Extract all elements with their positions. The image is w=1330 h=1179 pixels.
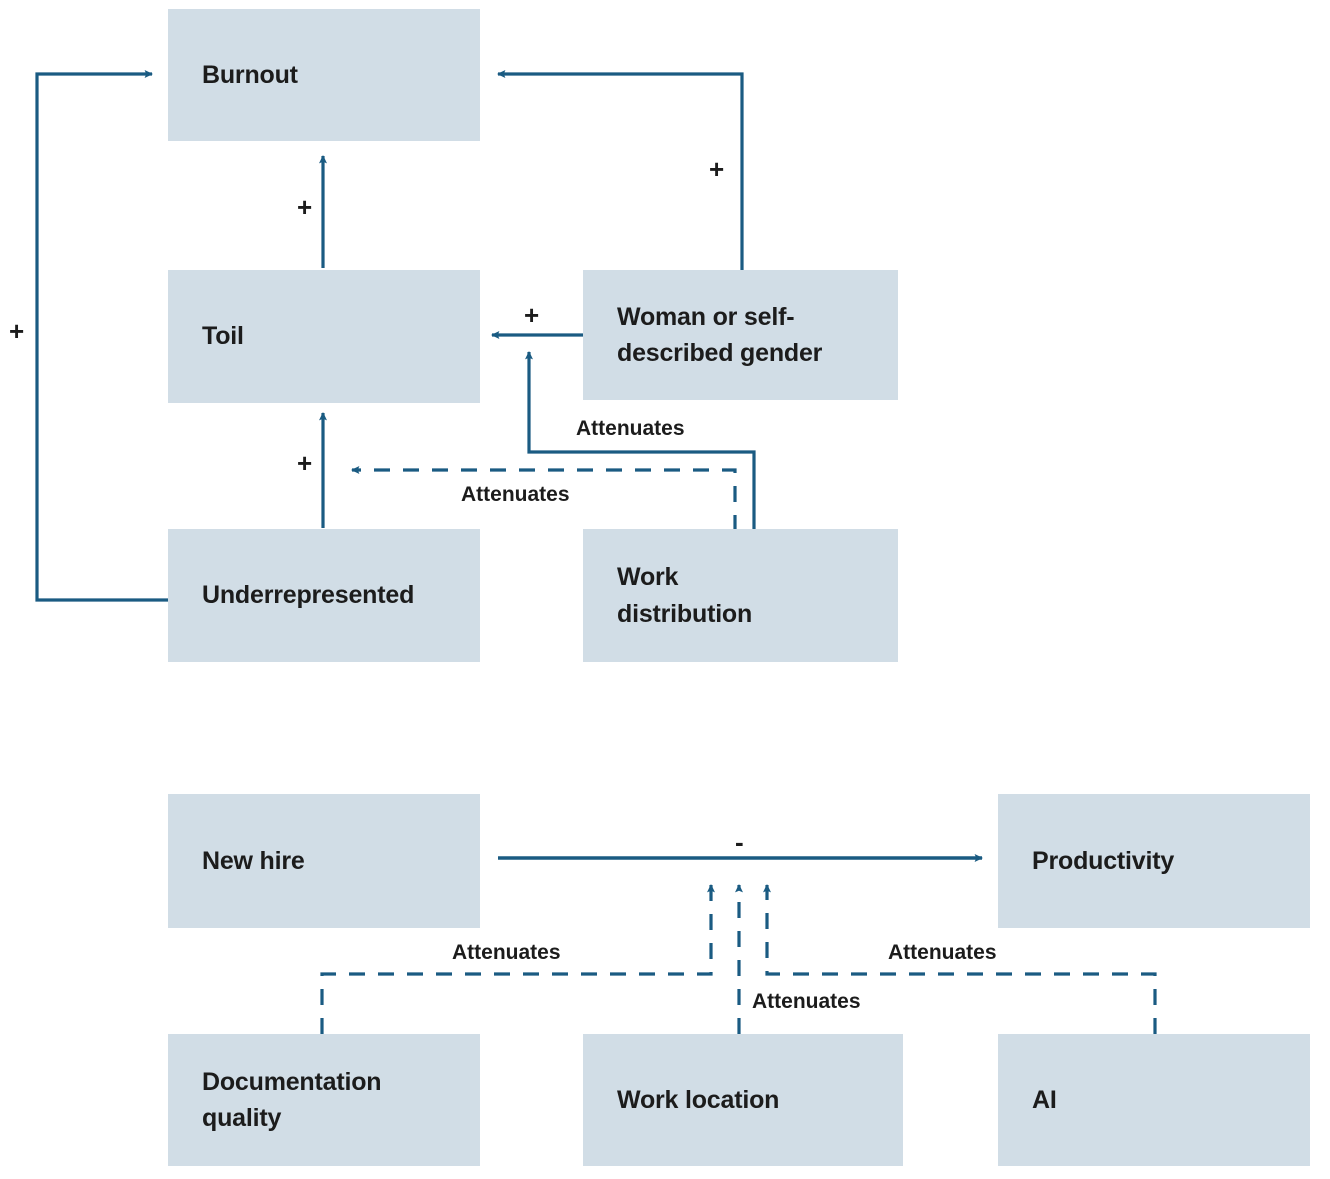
node-productivity-label: Productivity [1032, 846, 1175, 875]
edge-woman-to-burnout [497, 70, 744, 270]
node-productivity[interactable]: Productivity [998, 794, 1310, 928]
edge-label-attenuates-documentation-quality: Attenuates [452, 941, 561, 964]
node-work-location-label: Work location [617, 1085, 780, 1114]
node-woman-or-self-described-gender[interactable]: Woman or self- described gender [583, 270, 898, 400]
node-toil-label: Toil [202, 322, 244, 351]
node-work-distribution-label: Work distribution [617, 563, 753, 628]
sign-underrepresented-to-toil: + [297, 448, 313, 478]
sign-toil-to-burnout: + [297, 192, 313, 222]
sign-underrepresented-to-burnout: + [9, 316, 25, 346]
sign-woman-to-toil: + [524, 300, 540, 330]
node-woman-or-self-described-gender-label: Woman or self- described gender [617, 302, 823, 367]
node-burnout[interactable]: Burnout [168, 9, 480, 141]
node-toil[interactable]: Toil [168, 270, 480, 403]
node-new-hire[interactable]: New hire [168, 794, 480, 928]
node-ai[interactable]: AI [998, 1034, 1310, 1166]
node-documentation-quality[interactable]: Documentation quality [168, 1034, 480, 1166]
node-new-hire-label: New hire [202, 846, 305, 875]
node-documentation-quality-label: Documentation quality [202, 1067, 382, 1132]
edge-label-attenuates-work-location: Attenuates [752, 990, 861, 1013]
node-burnout-label: Burnout [202, 60, 298, 89]
node-ai-label: AI [1032, 1085, 1057, 1114]
node-underrepresented[interactable]: Underrepresented [168, 529, 480, 662]
node-underrepresented-label: Underrepresented [202, 581, 415, 610]
edge-underrepresented-to-burnout [35, 70, 168, 602]
sign-woman-to-burnout: + [709, 154, 725, 184]
edge-label-attenuates-ai: Attenuates [888, 941, 997, 964]
edge-label-attenuates-woman-toil: Attenuates [576, 417, 685, 440]
node-work-location[interactable]: Work location [583, 1034, 903, 1166]
sign-new-hire-to-productivity: - [735, 827, 744, 857]
node-work-distribution[interactable]: Work distribution [583, 529, 898, 662]
edge-label-attenuates-under-toil: Attenuates [461, 483, 570, 506]
